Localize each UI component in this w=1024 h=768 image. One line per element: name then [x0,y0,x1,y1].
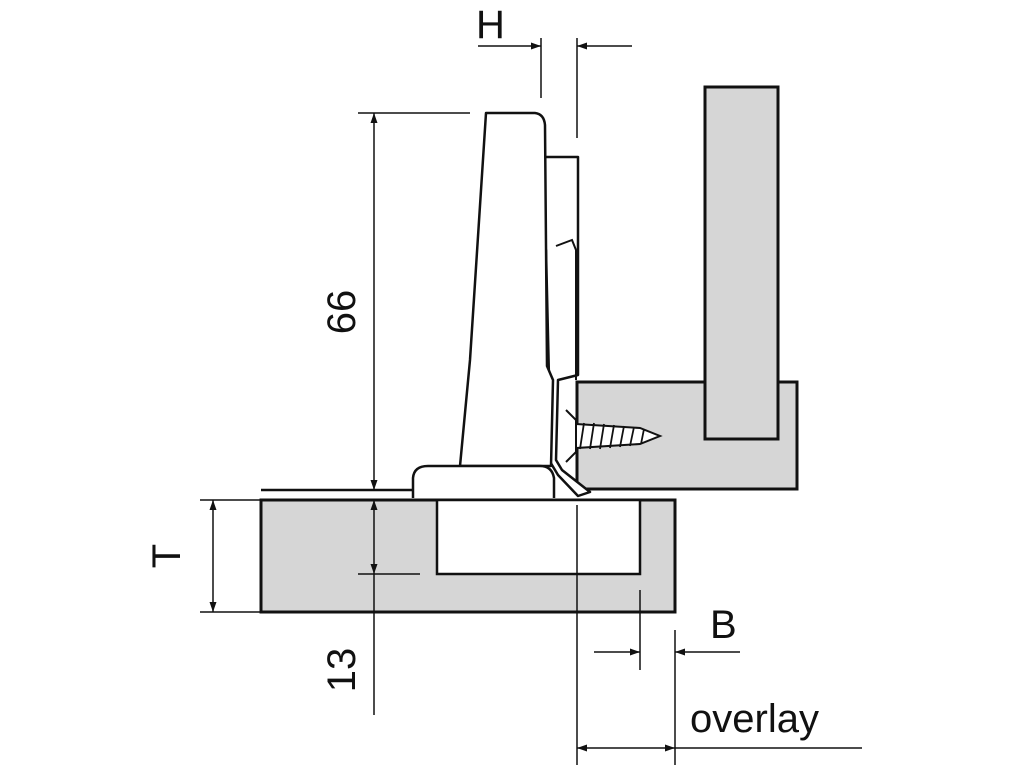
label-t: T [145,544,189,568]
cabinet-frame [575,85,799,491]
dimension-overlay: overlay [576,505,862,765]
label-b: B [710,603,737,647]
dimension-t: T [145,499,261,613]
dimension-h: H [476,3,632,138]
dimension-13: 13 [320,500,420,715]
dimension-b: B [594,590,740,765]
screw-icon [565,409,663,463]
cup-hole [435,498,642,576]
label-h: H [476,3,505,47]
cabinet-side-panel [703,85,780,441]
dimension-66: 66 [320,112,470,490]
label-overlay: overlay [690,697,819,741]
label-13: 13 [320,648,364,693]
door-panel [259,498,677,614]
hinge-body [411,111,592,498]
label-66: 66 [320,290,364,335]
